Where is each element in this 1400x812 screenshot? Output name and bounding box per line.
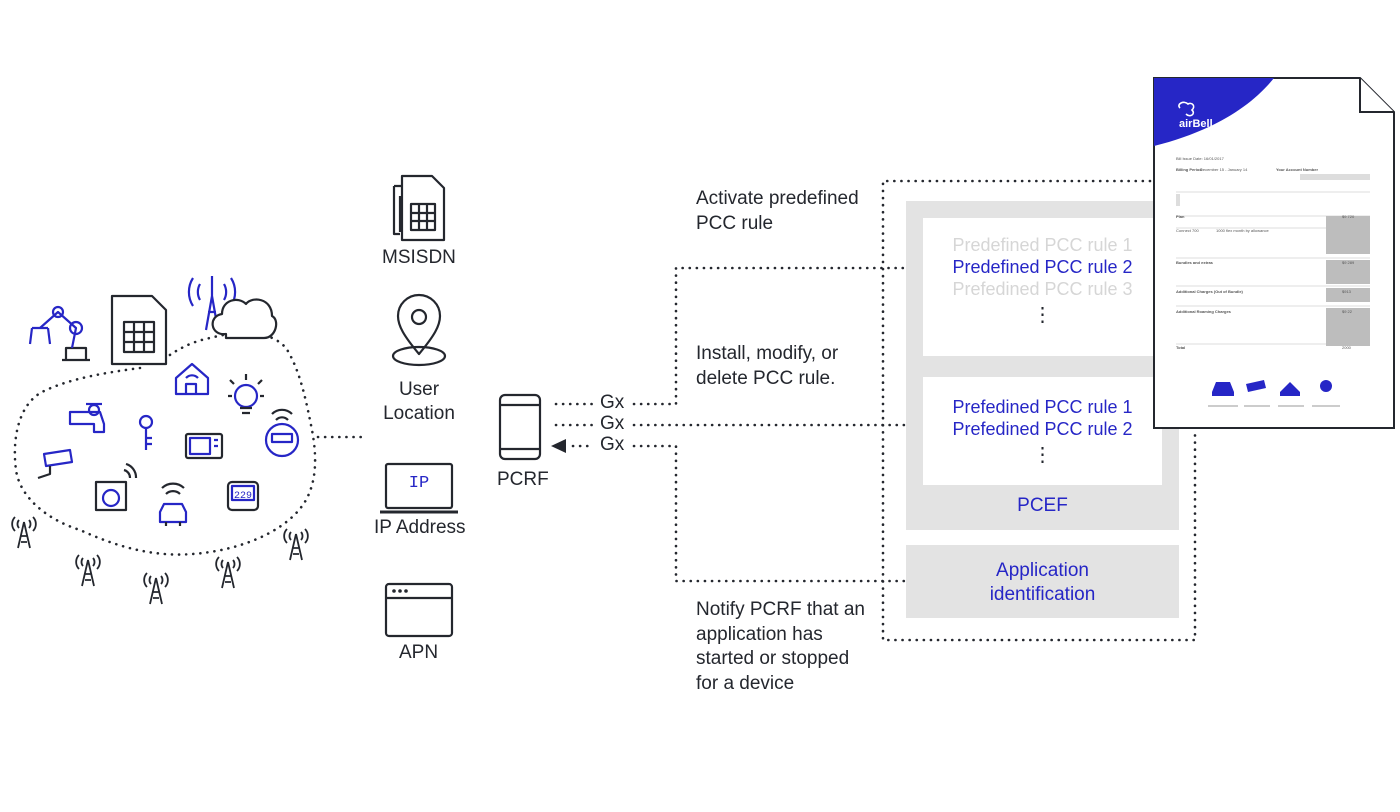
- cell-tower-icon-2: [75, 554, 101, 587]
- robot-arm-icon: [28, 305, 90, 362]
- pcc-rule-box-2: Prefedined PCC rule 1 Prefedined PCC rul…: [923, 377, 1162, 485]
- pcc-rule-1c: Prefedined PCC rule 3: [952, 279, 1133, 299]
- ellipsis-2: ⋮: [1032, 444, 1053, 466]
- pcc-rule-1b: Predefined PCC rule 2: [952, 257, 1133, 277]
- bill-row-total-value: 2000: [1342, 345, 1351, 350]
- bill-home-icon: [1280, 382, 1300, 396]
- bill-header-swoosh: [1154, 78, 1274, 146]
- pcc-rule-1a: Predefined PCC rule 1: [952, 235, 1133, 255]
- connected-car-icon: [158, 482, 188, 526]
- bill-period-label: Billing Period: [1176, 167, 1202, 172]
- bill-period-value: December 15 - January 14: [1200, 167, 1248, 172]
- cell-tower-icon-1: [11, 516, 37, 549]
- app-identification-panel: [906, 545, 1179, 618]
- apn-label: APN: [399, 642, 439, 663]
- sim-card-large-icon: [110, 294, 168, 366]
- bill-document: [1153, 77, 1395, 429]
- note-notify: Notify PCRF that an application has star…: [696, 599, 865, 694]
- sim-card-icon: [392, 174, 446, 242]
- smart-meter-icon: [264, 408, 300, 458]
- laptop-icon: [380, 462, 458, 514]
- svg-text:229: 229: [234, 491, 252, 502]
- pcrf-label: PCRF: [497, 469, 549, 490]
- msisdn-label: MSISDN: [382, 247, 456, 268]
- bill-brand: airBell: [1179, 118, 1213, 130]
- bill-row-connect-value: 1000 flex month by allowance: [1216, 228, 1269, 233]
- phone-icon: [498, 393, 542, 461]
- bill-row-additional: Additional Charges (Out of Bundle): [1176, 289, 1243, 294]
- cell-tower-icon-4: [215, 556, 241, 589]
- smart-home-icon: [174, 362, 210, 396]
- bill-account-label: Your Account Number: [1276, 167, 1319, 172]
- bill-row-plan: Plan: [1176, 214, 1185, 219]
- browser-window-icon: [384, 582, 454, 638]
- pcc-rule-box-1: Predefined PCC rule 1 Predefined PCC rul…: [923, 218, 1162, 356]
- app-identification-label: Application identification: [989, 560, 1096, 605]
- ellipsis-1: ⋮: [1032, 304, 1053, 326]
- microwave-icon: [184, 432, 224, 460]
- gx-label-3: Gx: [600, 434, 625, 455]
- bill-bulb-icon: [1320, 380, 1332, 392]
- bill-car-icon: [1212, 382, 1234, 396]
- cell-tower-icon-3: [143, 572, 169, 605]
- bill-row-bundles: Bundles and extras: [1176, 260, 1213, 265]
- thermostat-icon: [226, 480, 260, 512]
- pcc-rule-2b: Prefedined PCC rule 2: [952, 419, 1133, 439]
- note-install: Install, modify, or delete PCC rule.: [696, 343, 839, 389]
- smart-bulb-icon: [228, 374, 264, 415]
- cctv-camera-icon: [37, 448, 74, 480]
- washing-machine-icon: [94, 462, 138, 512]
- bill-row-connect: Connect 700: [1176, 228, 1199, 233]
- bill-row-plan-value: $9 720: [1342, 214, 1355, 219]
- note-activate: Activate predefined PCC rule: [696, 188, 859, 234]
- bill-row-roaming-value: $9 22: [1342, 309, 1353, 314]
- bill-row-total: Total: [1176, 345, 1186, 350]
- bill-logo-icon: [1178, 101, 1195, 117]
- gx-label-1: Gx: [600, 392, 625, 413]
- antenna-cloud-icon: [187, 276, 278, 340]
- cell-towers: [11, 516, 309, 605]
- location-pin-icon: [391, 293, 447, 367]
- gx-label-2: Gx: [600, 413, 625, 434]
- water-tap-icon: [68, 402, 106, 434]
- bill-issue-date: Bill Issue Date: 16/01/2017: [1176, 156, 1224, 161]
- pcc-rule-2a: Prefedined PCC rule 1: [952, 397, 1133, 417]
- bill-row-additional-value: $913: [1342, 289, 1351, 294]
- user-location-label: User Location: [383, 379, 455, 424]
- bill-camera-icon: [1246, 380, 1266, 392]
- iot-cloud-outline: [13, 331, 317, 556]
- cell-tower-icon-5: [283, 528, 309, 561]
- smart-key-icon: [138, 414, 154, 450]
- bill-row-roaming: Additional Roaming Charges: [1176, 309, 1231, 314]
- bill-row-bundles-value: $9 289: [1342, 260, 1355, 265]
- arrow-to-pcrf: [551, 439, 566, 453]
- ip-icon-text: IP: [408, 474, 430, 493]
- ip-address-label: IP Address: [374, 517, 466, 538]
- pcef-label: PCEF: [1017, 495, 1068, 516]
